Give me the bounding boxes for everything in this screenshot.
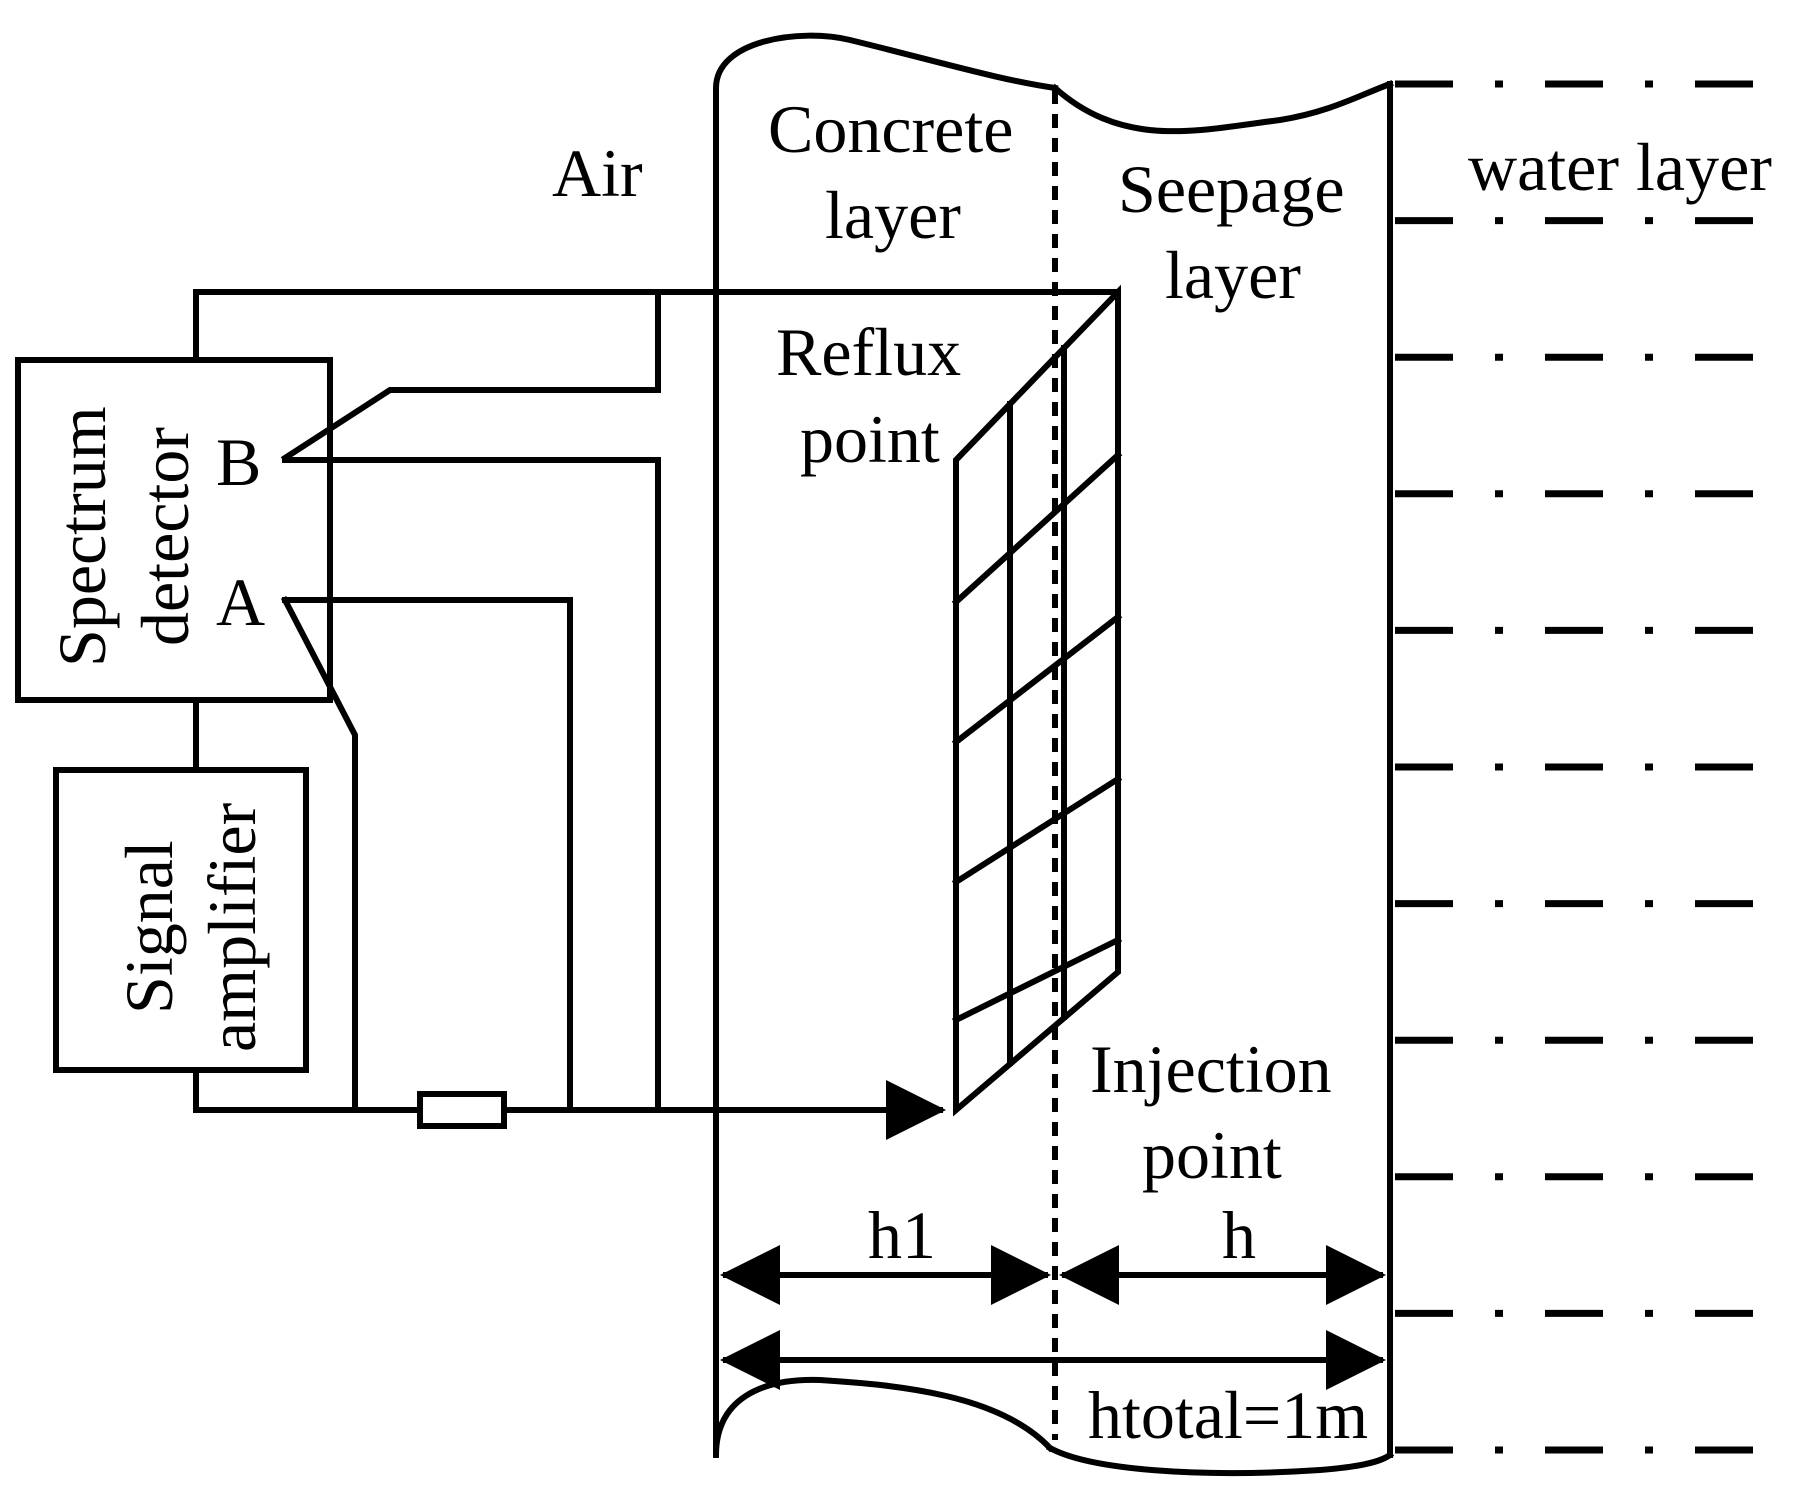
label-seepage-1: Seepage	[1118, 151, 1345, 227]
label-reflux-2: point	[800, 401, 940, 477]
signal-amplifier-box	[53, 767, 309, 1073]
wiring	[193, 289, 1121, 1140]
label-spectrum-2: detector	[127, 427, 203, 646]
label-concrete-1: Concrete	[768, 91, 1013, 167]
label-concrete-2: layer	[825, 177, 961, 253]
label-air: Air	[552, 135, 643, 211]
label-amplifier-1: Signal	[111, 840, 187, 1014]
label-water: water layer	[1468, 129, 1772, 205]
resistor	[417, 1091, 507, 1129]
label-spectrum-1: Spectrum	[44, 406, 120, 667]
label-seepage-2: layer	[1165, 237, 1301, 313]
water-layer-lines	[1395, 80, 1790, 1454]
label-dim-total: htotal=1m	[1088, 1377, 1368, 1453]
spectrum-detector-box	[15, 357, 333, 703]
label-reflux-1: Reflux	[776, 314, 961, 390]
label-a: A	[216, 564, 265, 640]
label-amplifier-2: amplifier	[194, 802, 270, 1052]
label-dim-h1: h1	[868, 1197, 936, 1273]
label-injection-1: Injection	[1090, 1031, 1332, 1107]
label-b: B	[216, 424, 261, 500]
label-injection-2: point	[1142, 1117, 1282, 1193]
label-dim-h: h	[1222, 1197, 1256, 1273]
wall-body-outline	[712, 32, 1395, 1477]
reflux-grid	[951, 284, 1123, 1117]
dimension-arrows	[720, 1245, 1386, 1390]
